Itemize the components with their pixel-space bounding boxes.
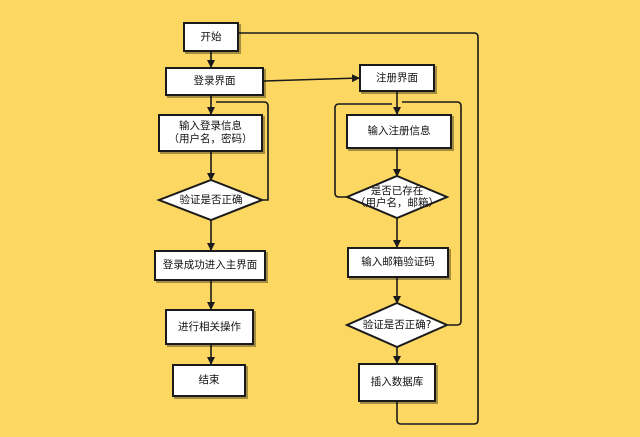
login-success-label: 登录成功进入主界面 bbox=[162, 259, 258, 271]
input-register-label: 输入注册信息 bbox=[367, 125, 431, 137]
register-page-label: 注册界面 bbox=[376, 71, 418, 84]
input-login-node: 输入登录信息 （用户名，密码） bbox=[158, 114, 263, 152]
edge-verify-retry-right bbox=[402, 101, 462, 326]
verify-register-label: 验证是否正确? bbox=[362, 319, 432, 331]
input-email-code-node: 输入邮箱验证码 bbox=[347, 247, 449, 278]
verify-login-label: 验证是否正确 bbox=[179, 194, 243, 206]
register-page-node: 注册界面 bbox=[359, 64, 435, 92]
exists-check-label-line2: （用户名，邮箱） bbox=[355, 197, 439, 209]
do-operations-label: 进行相关操作 bbox=[178, 320, 241, 333]
do-operations-node: 进行相关操作 bbox=[165, 309, 254, 345]
login-page-label: 登录界面 bbox=[193, 75, 236, 87]
insert-db-node: 插入数据库 bbox=[358, 363, 436, 402]
end-label: 结束 bbox=[198, 374, 220, 386]
start-label: 开始 bbox=[200, 30, 222, 43]
edge-login-to-register bbox=[263, 74, 360, 83]
edge-verify-retry bbox=[216, 101, 269, 201]
verify-login-diamond bbox=[156, 178, 265, 222]
input-login-label-line1: 输入登录信息 bbox=[179, 120, 242, 132]
end-node: 结束 bbox=[172, 364, 246, 397]
input-register-node: 输入注册信息 bbox=[346, 114, 452, 149]
start-node: 开始 bbox=[183, 22, 239, 52]
verify-register-diamond bbox=[344, 301, 450, 349]
insert-db-label: 插入数据库 bbox=[370, 376, 424, 388]
exists-check-diamond bbox=[344, 174, 450, 220]
exists-check-label-line1: 是否已存在 bbox=[370, 185, 424, 197]
input-login-label-line2: （用户名，密码） bbox=[168, 133, 253, 145]
login-success-node: 登录成功进入主界面 bbox=[154, 250, 266, 281]
login-page-node: 登录界面 bbox=[165, 67, 264, 96]
edge-insert-to-start bbox=[239, 32, 479, 425]
input-email-code-label: 输入邮箱验证码 bbox=[361, 256, 435, 268]
edge-exists-retry bbox=[334, 103, 392, 198]
exists-check-label: 是否已存在 （用户名，邮箱） bbox=[344, 174, 450, 220]
